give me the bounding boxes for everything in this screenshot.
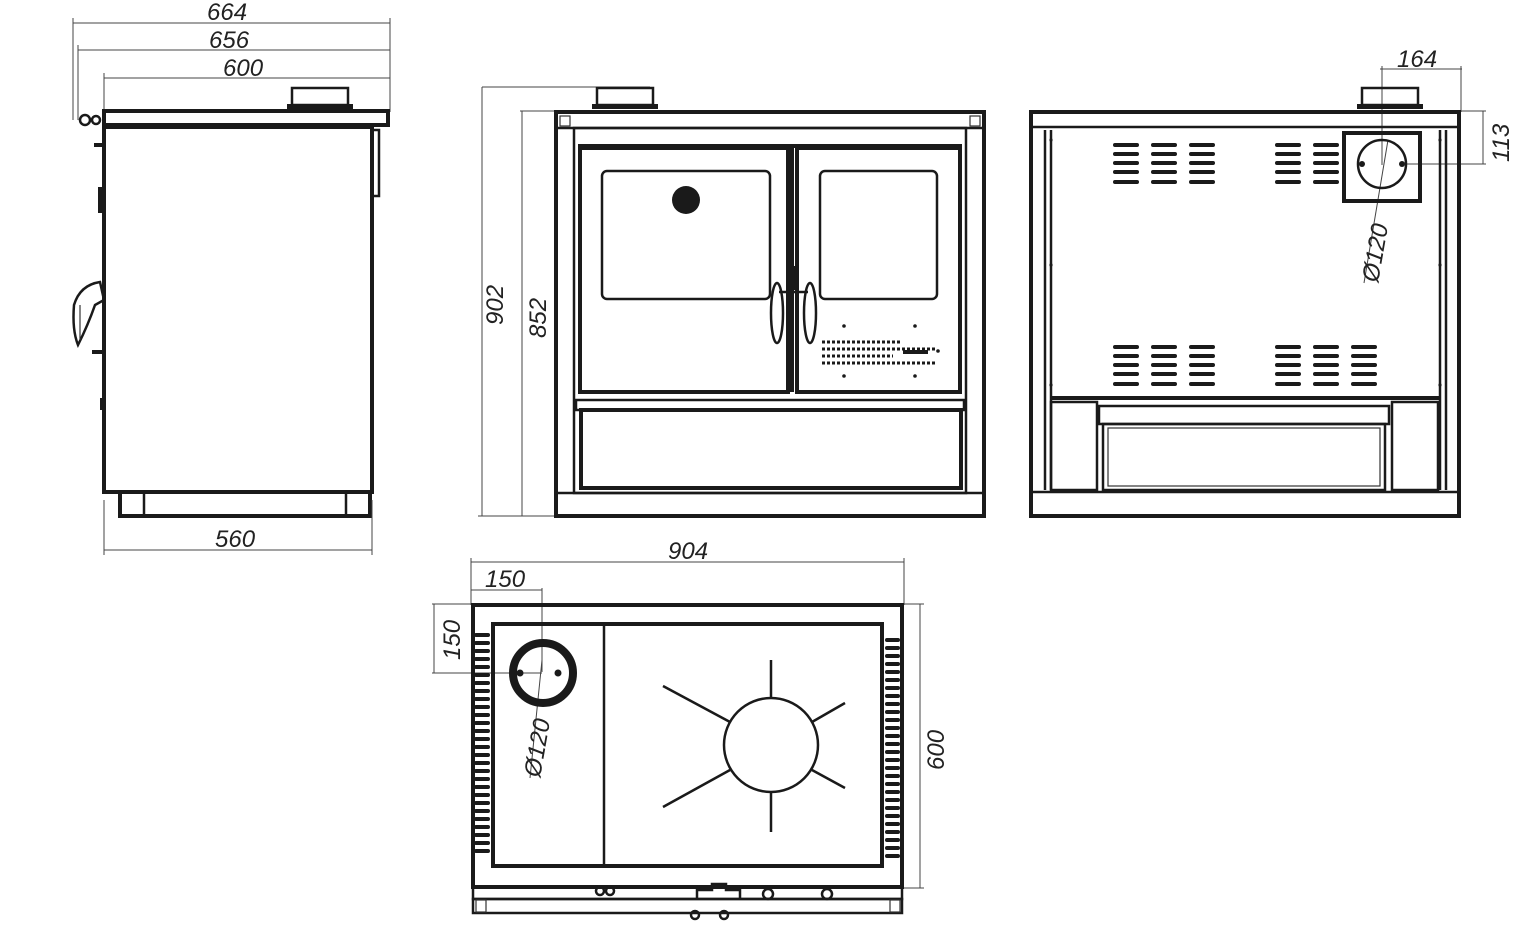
back-body xyxy=(1029,110,1461,518)
back-vents-top xyxy=(1113,143,1339,184)
flue-outlet-icon xyxy=(1356,138,1408,190)
hotplate-icon xyxy=(722,696,820,794)
side-body xyxy=(102,125,374,494)
back-drawer xyxy=(1101,422,1387,492)
dim-side-656: 656 xyxy=(209,27,250,54)
dim-back-164: 164 xyxy=(1397,46,1437,73)
thermometer-icon xyxy=(672,186,700,214)
oven-window xyxy=(600,169,772,301)
flue-collar xyxy=(290,86,350,107)
dim-side-560: 560 xyxy=(215,526,256,553)
dim-back-113: 113 xyxy=(1488,123,1515,162)
dim-back-diameter: Ø120 xyxy=(1357,221,1394,285)
oven-door-left xyxy=(578,146,790,394)
dim-top-150-y: 150 xyxy=(439,619,466,660)
dim-front-902: 902 xyxy=(482,285,509,325)
front-rail xyxy=(471,897,904,915)
flue-outlet-box xyxy=(1342,131,1422,203)
dim-top-150-x: 150 xyxy=(485,566,526,593)
hotplate-rays xyxy=(662,660,846,832)
dim-front-852: 852 xyxy=(525,298,552,338)
top-vents-right xyxy=(885,638,900,858)
wood-drawer xyxy=(579,408,963,490)
side-base xyxy=(118,490,372,518)
cooking-plate xyxy=(491,622,884,868)
side-handle xyxy=(72,280,106,349)
dim-top-diameter: Ø120 xyxy=(519,716,556,780)
dim-top-904: 904 xyxy=(668,538,708,565)
firebox-window xyxy=(818,169,939,301)
door-handle-left xyxy=(769,281,785,345)
air-vent xyxy=(822,324,940,378)
top-view: 904 150 150 600 Ø120 xyxy=(432,538,950,921)
dim-side-664: 664 xyxy=(207,0,247,26)
top-flue-ring xyxy=(509,639,577,707)
top-vents-left xyxy=(474,633,490,853)
back-vents-bottom xyxy=(1113,345,1377,386)
front-view: 902 852 xyxy=(478,86,986,518)
dim-top-600: 600 xyxy=(923,729,950,770)
door-handle-right xyxy=(802,281,818,345)
dim-side-600: 600 xyxy=(223,55,264,82)
handle-hinge xyxy=(787,266,799,290)
side-view: 664 656 600 560 xyxy=(72,0,391,555)
back-view: 164 113 Ø120 xyxy=(1029,46,1515,518)
rail-knob xyxy=(78,113,92,127)
